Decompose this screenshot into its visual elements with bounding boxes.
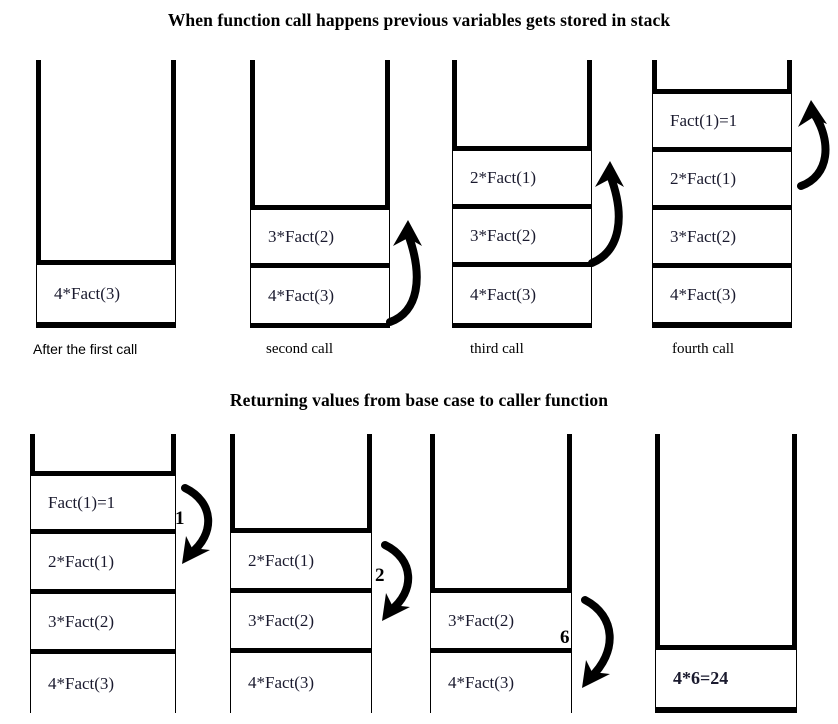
stack-frame: 4*Fact(3)	[37, 260, 175, 322]
stack-frame: 3*Fact(2)	[453, 204, 591, 262]
stack-wall-right	[567, 434, 572, 713]
call-stack-second: 3*Fact(2) 4*Fact(3)	[250, 60, 390, 328]
stack-wall-left	[655, 434, 660, 713]
return-arrow-third	[572, 590, 634, 700]
stack-frame-label: 4*Fact(3)	[448, 673, 515, 692]
page-title-calls: When function call happens previous vari…	[167, 10, 671, 30]
caption-fourth-call: fourth call	[672, 341, 735, 357]
return-stack-second: 2*Fact(1) 3*Fact(2) 4*Fact(3)	[230, 434, 372, 713]
stack-frame-label: 2*Fact(1)	[470, 167, 537, 187]
stack-frame: 4*Fact(3)	[653, 263, 791, 322]
stack-frame-label: 2*Fact(1)	[48, 551, 115, 571]
stack-frame: 2*Fact(1)	[653, 147, 791, 205]
stack-frame: 2*Fact(1)	[31, 529, 175, 589]
stack-frame-label: 4*Fact(3)	[248, 673, 315, 692]
stack-frames: 4*6=24	[656, 645, 796, 713]
stack-frame-label: 4*Fact(3)	[470, 285, 537, 304]
stack-frames: 2*Fact(1) 3*Fact(2) 4*Fact(3)	[231, 528, 371, 713]
return-stack-third: 3*Fact(2) 4*Fact(3)	[430, 434, 572, 713]
stack-frames: 4*Fact(3)	[37, 260, 175, 328]
stack-frame: 3*Fact(2)	[251, 205, 389, 263]
return-stack-result: 4*6=24	[655, 434, 797, 713]
stack-frames: Fact(1)=1 2*Fact(1) 3*Fact(2) 4*Fact(3)	[653, 89, 791, 328]
stack-frame-label: 3*Fact(2)	[48, 611, 115, 631]
caption-first-call: After the first call	[33, 341, 138, 357]
arrow-down-icon	[581, 596, 614, 688]
stack-frames: 3*Fact(2) 4*Fact(3)	[251, 205, 389, 328]
stack-frame-label: 4*6=24	[673, 668, 729, 688]
stack-frame: 2*Fact(1)	[231, 528, 371, 588]
stack-frame-label: 4*Fact(3)	[48, 673, 115, 693]
caption-second-call: second call	[266, 341, 334, 357]
stack-frame-label: 3*Fact(2)	[470, 225, 537, 245]
stack-frame: 3*Fact(2)	[431, 588, 571, 648]
return-stack-first: Fact(1)=1 2*Fact(1) 3*Fact(2) 4*Fact(3)	[30, 434, 176, 713]
stack-frame-label: Fact(1)=1	[670, 110, 738, 130]
call-stack-third: 2*Fact(1) 3*Fact(2) 4*Fact(3)	[452, 60, 592, 328]
stack-wall-right	[792, 434, 797, 713]
stack-frame-label: Fact(1)=1	[48, 492, 116, 512]
stack-frame-label: 4*Fact(3)	[268, 285, 335, 305]
return-value-label-1: 1	[175, 508, 185, 529]
stack-frame: 4*Fact(3)	[251, 263, 389, 323]
return-value-label-6: 6	[560, 627, 570, 648]
stack-frames: 3*Fact(2) 4*Fact(3)	[431, 588, 571, 713]
stack-frame: 4*Fact(3)	[31, 649, 175, 713]
stack-frame: 4*Fact(3)	[453, 262, 591, 323]
stack-frame: 3*Fact(2)	[31, 589, 175, 649]
stack-frames: Fact(1)=1 2*Fact(1) 3*Fact(2) 4*Fact(3)	[31, 471, 175, 713]
stack-frame: Fact(1)=1	[653, 89, 791, 147]
stack-frame-label: 4*Fact(3)	[54, 283, 121, 303]
stack-frame: 4*6=24	[656, 645, 796, 707]
stack-frame: 3*Fact(2)	[231, 588, 371, 648]
stack-wall-right	[385, 60, 390, 328]
stack-wall-left	[250, 60, 255, 328]
stack-frame: 4*Fact(3)	[431, 648, 571, 713]
stack-frame: 4*Fact(3)	[231, 648, 371, 713]
stack-frame-label: 2*Fact(1)	[670, 168, 737, 188]
stack-frame: Fact(1)=1	[31, 471, 175, 529]
stack-frame-label: 3*Fact(2)	[670, 226, 737, 246]
stack-wall-right	[171, 60, 176, 328]
call-stack-first: 4*Fact(3)	[36, 60, 176, 328]
return-value-label-2: 2	[375, 565, 385, 586]
stack-wall-left	[430, 434, 435, 713]
push-arrow-fourth	[785, 90, 838, 200]
stack-frame: 2*Fact(1)	[453, 146, 591, 204]
stack-frame-label: 3*Fact(2)	[448, 610, 515, 630]
stack-frame-label: 3*Fact(2)	[248, 610, 315, 630]
stack-frame-label: 4*Fact(3)	[670, 285, 737, 304]
stack-frame-label: 3*Fact(2)	[268, 226, 335, 246]
stack-frames: 2*Fact(1) 3*Fact(2) 4*Fact(3)	[453, 146, 591, 328]
caption-third-call: third call	[470, 341, 524, 357]
stack-frame: 3*Fact(2)	[653, 205, 791, 263]
page-title-returns: Returning values from base case to calle…	[229, 390, 609, 410]
arrow-up-icon	[797, 100, 830, 190]
stack-wall-left	[36, 60, 41, 328]
call-stack-fourth: Fact(1)=1 2*Fact(1) 3*Fact(2) 4*Fact(3)	[652, 60, 792, 328]
stack-frame-label: 2*Fact(1)	[248, 550, 315, 570]
